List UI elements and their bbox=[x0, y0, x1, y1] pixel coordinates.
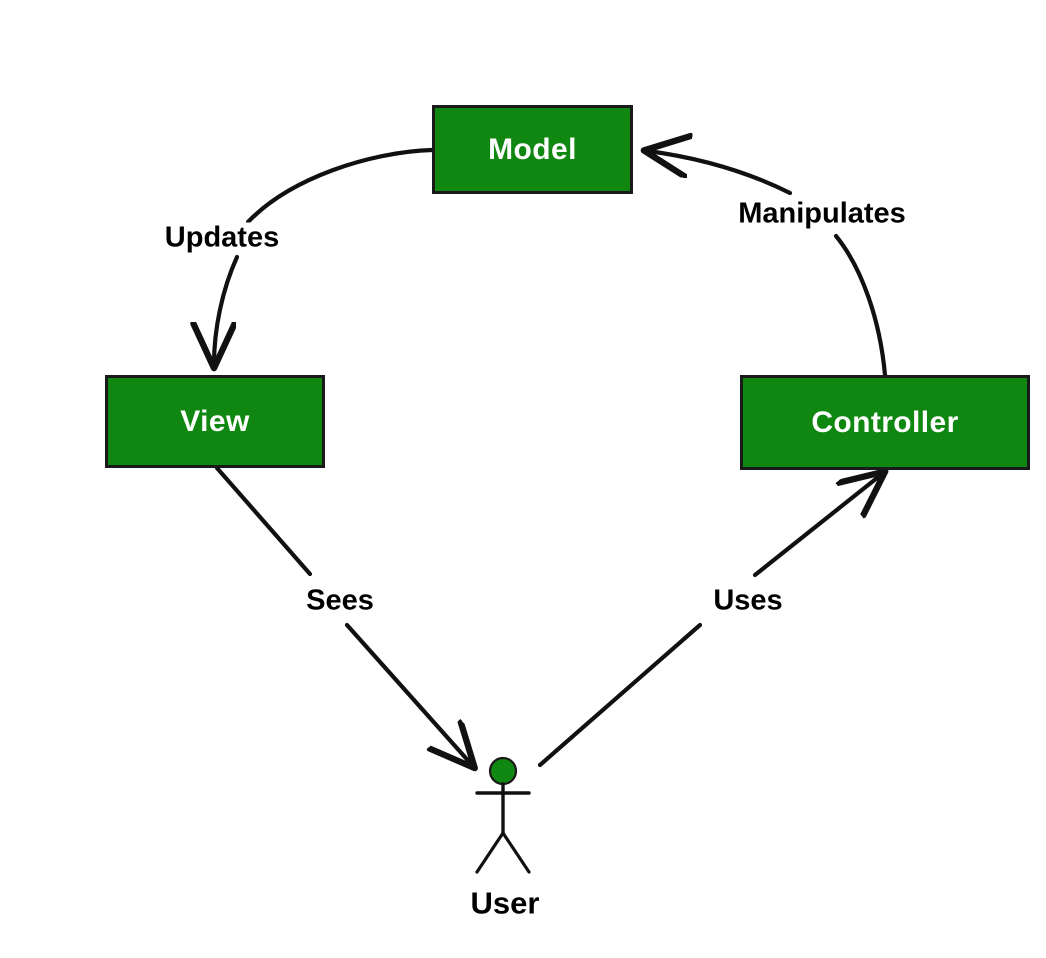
actor-leg-right-line bbox=[501, 831, 531, 874]
edge-uses-line-lower bbox=[537, 622, 703, 768]
actor-user-stick-figure[interactable] bbox=[455, 748, 555, 888]
edge-manipulates-line-lower bbox=[833, 233, 888, 378]
edge-updates-line-lower bbox=[214, 254, 240, 364]
edge-sees-line-lower bbox=[344, 622, 472, 765]
edge-label-uses: Uses bbox=[708, 585, 788, 617]
edge-uses-line-upper bbox=[752, 474, 882, 578]
edge-label-updates: Updates bbox=[159, 222, 285, 254]
actor-leg-left-line bbox=[475, 831, 505, 874]
edge-manipulates-line-upper bbox=[648, 151, 793, 196]
edge-updates-line-upper bbox=[245, 147, 435, 225]
actor-head-icon bbox=[488, 756, 518, 786]
node-user-label: User bbox=[470, 885, 540, 921]
edge-label-sees: Sees bbox=[301, 585, 379, 617]
node-view[interactable]: View bbox=[105, 375, 325, 468]
node-controller[interactable]: Controller bbox=[740, 375, 1030, 470]
node-view-label: View bbox=[180, 404, 250, 438]
node-controller-label: Controller bbox=[811, 405, 959, 439]
edge-sees-line-upper bbox=[214, 465, 313, 577]
node-model[interactable]: Model bbox=[432, 105, 633, 194]
edge-label-manipulates: Manipulates bbox=[733, 198, 911, 230]
node-model-label: Model bbox=[488, 132, 577, 166]
